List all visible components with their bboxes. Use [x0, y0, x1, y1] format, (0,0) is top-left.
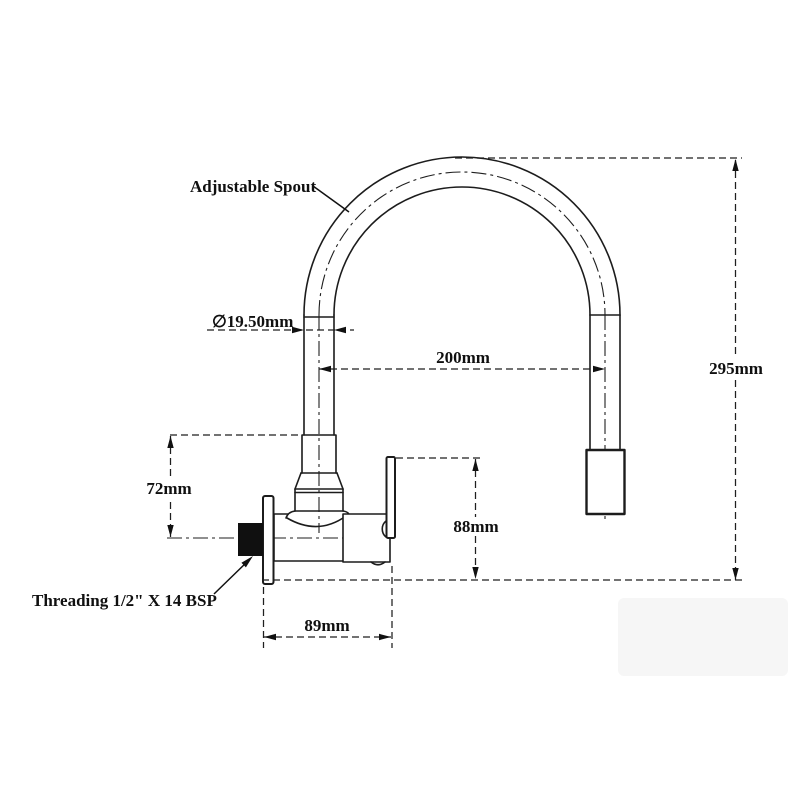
dome-skirt — [286, 515, 347, 528]
cartridge-housing — [342, 513, 391, 563]
spout-leader-line — [312, 185, 350, 213]
adjustable-spout-label: Adjustable Spout — [190, 177, 316, 196]
text-gap-72 — [144, 479, 196, 498]
overall-height-value: 295mm — [709, 359, 763, 378]
left-pipe — [301, 314, 337, 474]
spout-reach-value: 200mm — [436, 348, 490, 367]
dimensions — [167, 157, 742, 648]
body-bottom-detail — [370, 561, 386, 566]
lever-handle — [385, 456, 396, 539]
threaded-inlet — [238, 523, 263, 556]
annotations: Adjustable Spout Threading 1/2" X 14 BSP… — [32, 177, 763, 635]
threading-leader-arrow — [241, 556, 253, 568]
valve-body — [273, 513, 391, 566]
right-pipe — [589, 314, 621, 451]
handle-joint-detail — [381, 520, 387, 538]
leader-lines — [213, 185, 350, 595]
connector-nut — [285, 472, 350, 528]
inlet-offset-value: 72mm — [146, 479, 191, 498]
adjustable-spout-arc — [303, 156, 621, 318]
text-gap-295 — [707, 358, 765, 378]
spout-diameter-value: ∅19.50mm — [212, 312, 293, 331]
text-gap-88 — [451, 517, 502, 536]
threading-label: Threading 1/2" X 14 BSP — [32, 591, 217, 610]
spout-nozzle-head — [585, 448, 626, 516]
dim-spout-diameter — [207, 326, 354, 334]
wall-flange — [262, 495, 275, 585]
faucet — [238, 156, 626, 585]
dim-spout-reach — [319, 365, 605, 373]
body-height-value: 88mm — [453, 517, 498, 536]
body-depth-value: 89mm — [304, 616, 349, 635]
watermark — [618, 598, 788, 676]
dim-body-depth — [262, 566, 393, 648]
threading-leader-line — [213, 559, 250, 595]
